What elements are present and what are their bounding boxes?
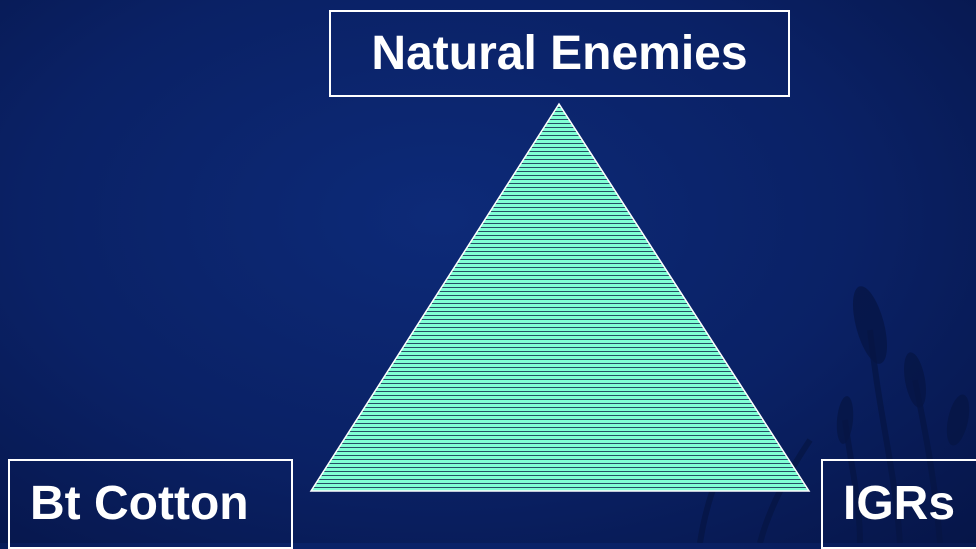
igrs-box: IGRs: [821, 459, 976, 549]
natural-enemies-box: Natural Enemies: [329, 10, 790, 97]
igrs-label: IGRs: [843, 480, 955, 528]
bt-cotton-label: Bt Cotton: [30, 480, 249, 528]
bt-cotton-box: Bt Cotton: [8, 459, 293, 549]
natural-enemies-label: Natural Enemies: [371, 30, 747, 78]
